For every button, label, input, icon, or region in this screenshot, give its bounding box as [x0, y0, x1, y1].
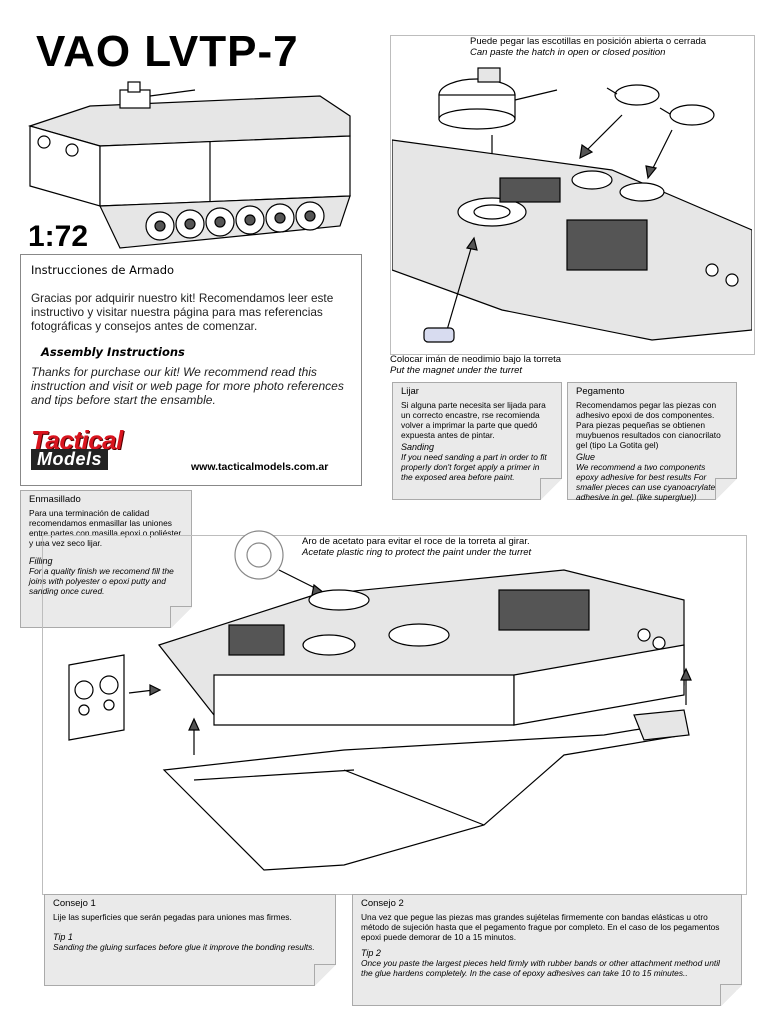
note-enmasillado-es: Para una terminación de calidad recomend…: [29, 508, 182, 548]
intro-text-es: Gracias por adquirir nuestro kit! Recome…: [31, 291, 334, 333]
assembly-illustration: [68, 530, 692, 871]
note-consejo2: Consejo 2 Una vez que pegue las piezas m…: [352, 894, 742, 1006]
note-consejo2-es: Una vez que pegue las piezas mas grandes…: [361, 912, 720, 942]
note-enmasillado-title: Enmasillado: [29, 494, 81, 505]
note-consejo1-es: Lije las superficies que serán pegadas p…: [53, 912, 292, 922]
intro-text-en: Thanks for purchase our kit! We recommen…: [31, 365, 344, 407]
note-pegamento-en: We recommend a two components epoxy adhe…: [576, 462, 716, 502]
intro-heading-es: Instrucciones de Armado: [31, 263, 175, 277]
note-enmasillado-en: For a quality finish we recomend fill th…: [29, 566, 174, 596]
note-lijar-title: Lijar: [401, 386, 419, 397]
note-consejo2-heading-en: Tip 2: [361, 948, 381, 958]
note-lijar-heading-en: Sanding: [401, 442, 435, 452]
note-enmasillado: Enmasillado Para una terminación de cali…: [20, 490, 192, 628]
magnet-caption-en: Put the magnet under the turret: [390, 365, 523, 376]
intro-heading-en: Assembly Instructions: [41, 345, 185, 359]
note-enmasillado-heading-en: Filling: [29, 556, 53, 566]
note-pegamento-heading-en: Glue: [576, 452, 596, 462]
note-pegamento-es: Recomendamos pegar las piezas con adhesi…: [576, 400, 721, 450]
note-consejo1: Consejo 1 Lije las superficies que serán…: [44, 894, 336, 986]
note-pegamento-title: Pegamento: [576, 386, 625, 397]
note-pegamento: Pegamento Recomendamos pegar las piezas …: [567, 382, 737, 502]
ring-caption-es: Aro de acetato para evitar el roce de la…: [302, 536, 530, 547]
note-consejo2-en: Once you paste the largest pieces held f…: [361, 958, 720, 978]
intro-panel: Instrucciones de Armado Gracias por adqu…: [20, 254, 362, 486]
hatch-caption-en: Can paste the hatch in open or closed po…: [470, 47, 666, 58]
hatch-caption: Puede pegar las escotillas en posición a…: [470, 36, 706, 58]
magnet-caption: Colocar imán de neodimio bajo la torreta…: [390, 354, 561, 376]
page-curl: [540, 478, 562, 500]
page-curl: [314, 964, 336, 986]
note-consejo1-en: Sanding the gluing surfaces before glue …: [53, 942, 315, 952]
page-curl: [715, 478, 737, 500]
note-lijar-en: If you need sanding a part in order to f…: [401, 452, 547, 482]
ring-caption-en: Acetate plastic ring to protect the pain…: [302, 547, 532, 558]
page-curl: [170, 606, 192, 628]
hatch-detail-illustration: [392, 67, 752, 343]
vehicle-illustration: [27, 81, 351, 249]
hatch-caption-es: Puede pegar las escotillas en posición a…: [470, 36, 707, 47]
note-lijar: Lijar Si alguna parte necesita ser lijad…: [392, 382, 562, 500]
website-link[interactable]: www.tacticalmodels.com.ar: [191, 461, 329, 473]
page-title: VAO LVTP-7: [36, 27, 299, 76]
page-curl: [720, 984, 742, 1006]
hatch-detail-frame: [390, 35, 755, 355]
scale-label: 1:72: [28, 220, 89, 253]
magnet-caption-es: Colocar imán de neodimio bajo la torreta: [390, 354, 562, 365]
brand-logo-bottom: Models: [31, 449, 109, 470]
note-consejo2-title: Consejo 2: [361, 898, 404, 909]
note-consejo1-heading-en: Tip 1: [53, 932, 73, 942]
note-consejo1-title: Consejo 1: [53, 898, 96, 909]
note-lijar-es: Si alguna parte necesita ser lijada para…: [401, 400, 546, 440]
ring-caption: Aro de acetato para evitar el roce de la…: [302, 536, 531, 558]
